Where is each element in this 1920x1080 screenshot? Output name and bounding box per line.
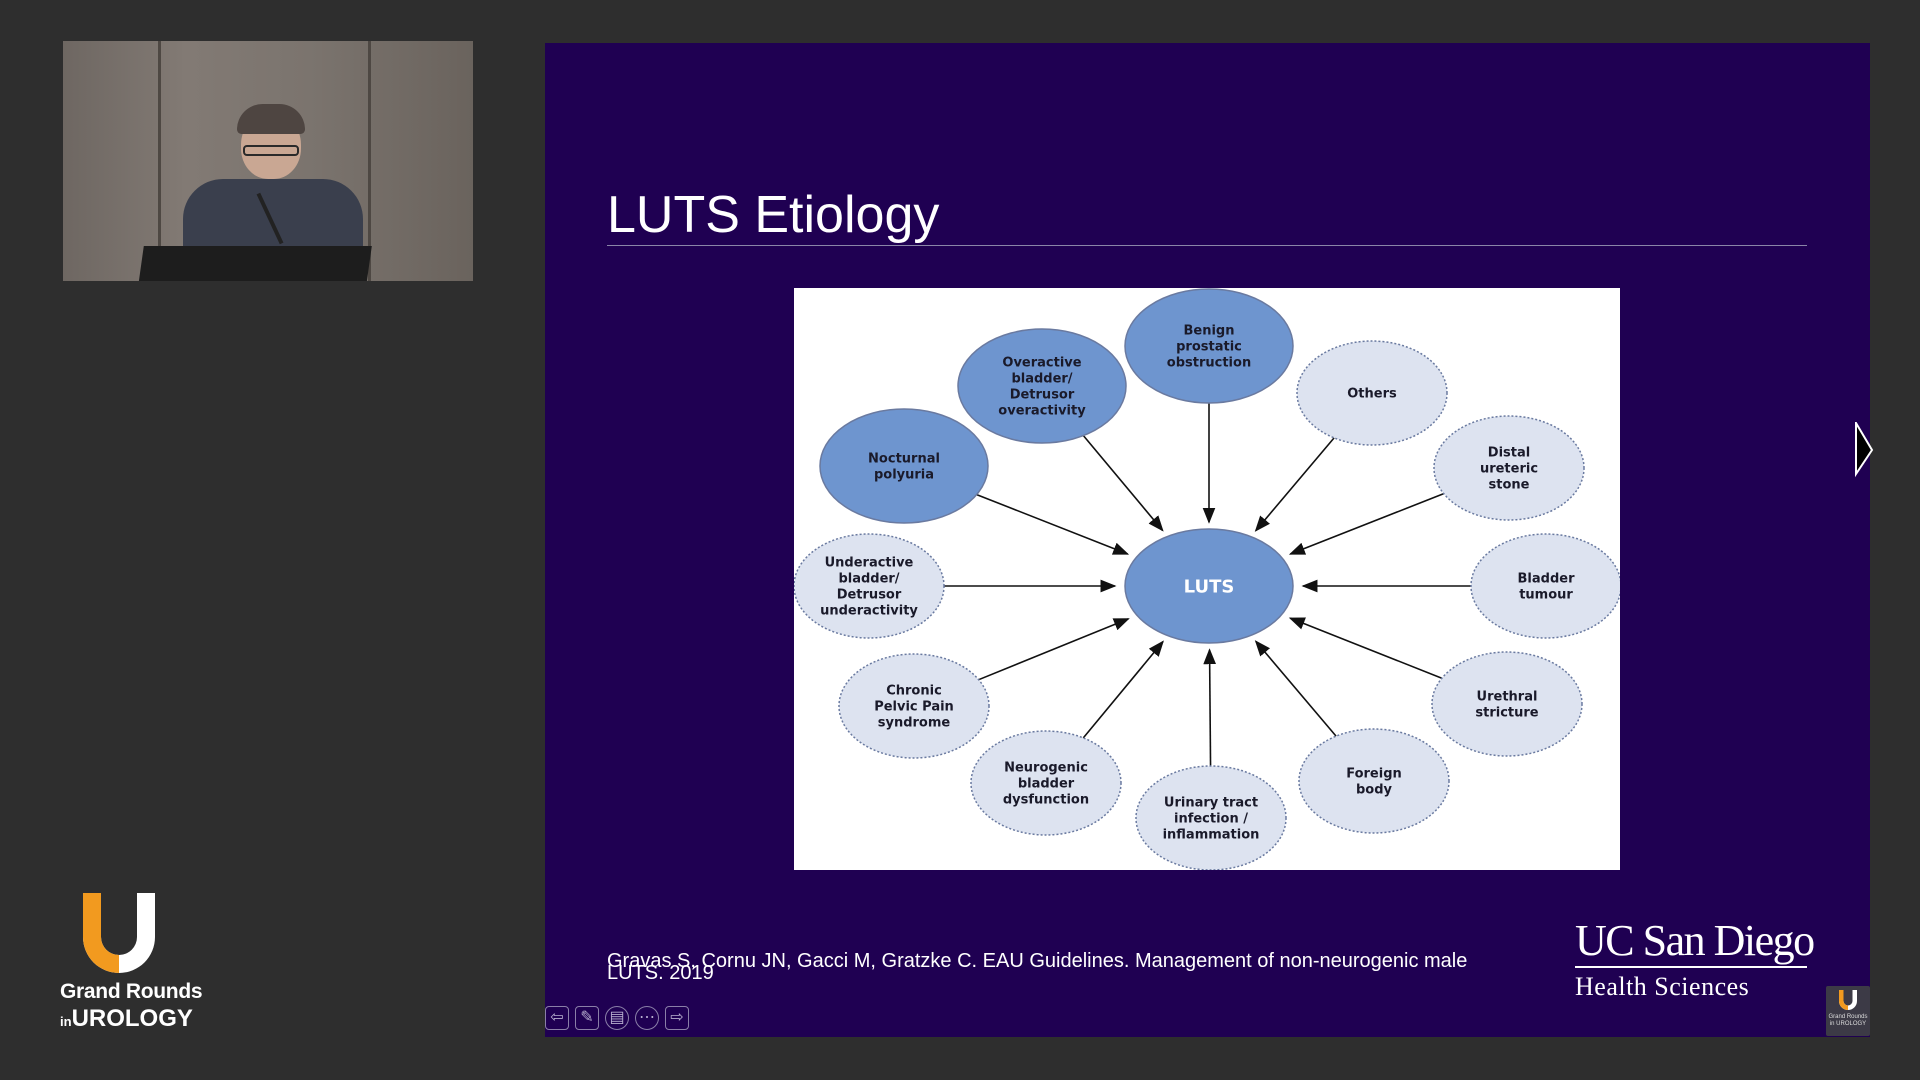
- stone-arrow: [1288, 492, 1445, 555]
- watermark-text: Grand Rounds in UROLOGY: [1828, 1014, 1868, 1027]
- institution-division: Health Sciences: [1575, 972, 1750, 1001]
- node-uab-shape: [794, 533, 945, 639]
- neuro-arrow: [1082, 640, 1164, 739]
- node-oab-shape: [957, 328, 1127, 444]
- node-bpo-label: Benign: [1184, 324, 1235, 339]
- logo-line-1: Grand Rounds: [60, 980, 203, 1003]
- logo-word: UROLOGY: [71, 1005, 193, 1032]
- stricture-arrow: [1288, 617, 1443, 679]
- title-divider: [607, 245, 1807, 246]
- node-oab-label: bladder/: [1011, 372, 1072, 387]
- wall-panel-edge: [368, 41, 371, 281]
- node-uab-label: Detrusor: [837, 588, 902, 603]
- node-stone-label: Distal: [1488, 446, 1530, 461]
- luts-center-label: LUTS: [1184, 576, 1235, 597]
- node-uti-label: inflammation: [1163, 828, 1260, 843]
- node-stone-label: stone: [1489, 478, 1530, 493]
- node-neuro-label: Neurogenic: [1004, 761, 1088, 776]
- node-stone-label: ureteric: [1480, 462, 1538, 477]
- node-oab-label: Overactive: [1002, 356, 1081, 371]
- node-oab-label: overactivity: [998, 404, 1086, 419]
- node-uti-shape: [1135, 765, 1287, 870]
- node-tumour-label: tumour: [1519, 588, 1573, 603]
- node-bpo-shape: [1124, 288, 1294, 404]
- node-cpps-label: syndrome: [878, 716, 951, 731]
- speaker-video[interactable]: [63, 41, 473, 281]
- node-uti-label: Urinary tract: [1164, 796, 1258, 811]
- node-cpps-label: Chronic: [886, 684, 942, 699]
- others-arrow: [1254, 437, 1335, 532]
- node-others-shape: [1296, 340, 1448, 446]
- watermark-logo: Grand Rounds in UROLOGY: [1826, 986, 1870, 1036]
- node-stricture-label: Urethral: [1477, 690, 1538, 705]
- node-neuro-label: bladder: [1018, 777, 1075, 792]
- noct-arrow: [976, 493, 1130, 555]
- uti-arrow: [1203, 648, 1217, 767]
- luts-center-shape: [1124, 528, 1294, 644]
- node-bpo-label: prostatic: [1176, 340, 1242, 355]
- speaker-hair: [237, 104, 305, 134]
- pen-icon[interactable]: ✎: [575, 1006, 599, 1030]
- node-stricture-shape: [1431, 651, 1583, 757]
- diagram-canvas: BenignprostaticobstructionOveractiveblad…: [794, 288, 1620, 870]
- node-noct-label: Nocturnal: [868, 452, 940, 467]
- node-foreign-shape: [1298, 728, 1450, 834]
- oab-arrow: [1082, 435, 1164, 532]
- node-others-label: Others: [1347, 387, 1397, 402]
- node-oab-label: Detrusor: [1010, 388, 1075, 403]
- more-options-icon[interactable]: ⋯: [635, 1006, 659, 1030]
- institution-name: UC San Diego: [1575, 916, 1815, 965]
- arrow-right-icon[interactable]: ⇨: [665, 1006, 689, 1030]
- node-foreign-label: body: [1356, 783, 1393, 798]
- diagram-nodes: BenignprostaticobstructionOveractiveblad…: [794, 288, 1620, 870]
- arrow-left-icon[interactable]: ⇦: [545, 1006, 569, 1030]
- podium: [138, 246, 372, 281]
- node-noct-label: polyuria: [874, 468, 934, 483]
- slide-title: LUTS Etiology: [607, 186, 940, 244]
- node-uab-label: underactivity: [820, 604, 918, 619]
- node-noct-shape: [819, 408, 989, 524]
- node-tumour-shape: [1470, 533, 1620, 639]
- mouse-pointer-icon: [1855, 422, 1874, 478]
- wall-panel-edge: [158, 41, 161, 281]
- node-neuro-shape: [970, 730, 1122, 836]
- node-bpo-label: obstruction: [1167, 356, 1251, 371]
- diagram-arrows: [944, 403, 1471, 767]
- node-stricture-label: stricture: [1475, 706, 1538, 721]
- node-tumour-label: Bladder: [1518, 572, 1576, 587]
- node-uab-label: bladder/: [838, 572, 899, 587]
- u-logo-icon: [1839, 990, 1857, 1010]
- node-cpps-shape: [838, 653, 990, 759]
- cpps-arrow: [978, 618, 1130, 681]
- foreign-arrow: [1254, 640, 1337, 737]
- logo-line-2: inUROLOGY: [60, 1005, 240, 1033]
- node-cpps-label: Pelvic Pain: [874, 700, 954, 715]
- node-stone-shape: [1433, 415, 1585, 521]
- node-foreign-label: Foreign: [1346, 767, 1402, 782]
- slide-citation: Gravas S, Cornu JN, Gacci M, Gratzke C. …: [607, 950, 1468, 984]
- node-neuro-label: dysfunction: [1003, 793, 1089, 808]
- logo-rule: [1575, 966, 1807, 968]
- u-logo-icon: [83, 893, 155, 973]
- speaker-glasses: [243, 145, 299, 156]
- slide-nav-toolbar: ⇦ ✎ ▤ ⋯ ⇨: [545, 1006, 689, 1032]
- slides-menu-icon[interactable]: ▤: [605, 1006, 629, 1030]
- node-uti-label: infection /: [1174, 812, 1248, 827]
- grand-rounds-logo: Grand Rounds inUROLOGY: [52, 893, 203, 1033]
- node-uab-label: Underactive: [825, 556, 914, 571]
- logo-prefix: in: [60, 1014, 72, 1029]
- ucsd-logo: UC San Diego Health Sciences: [1575, 918, 1815, 1002]
